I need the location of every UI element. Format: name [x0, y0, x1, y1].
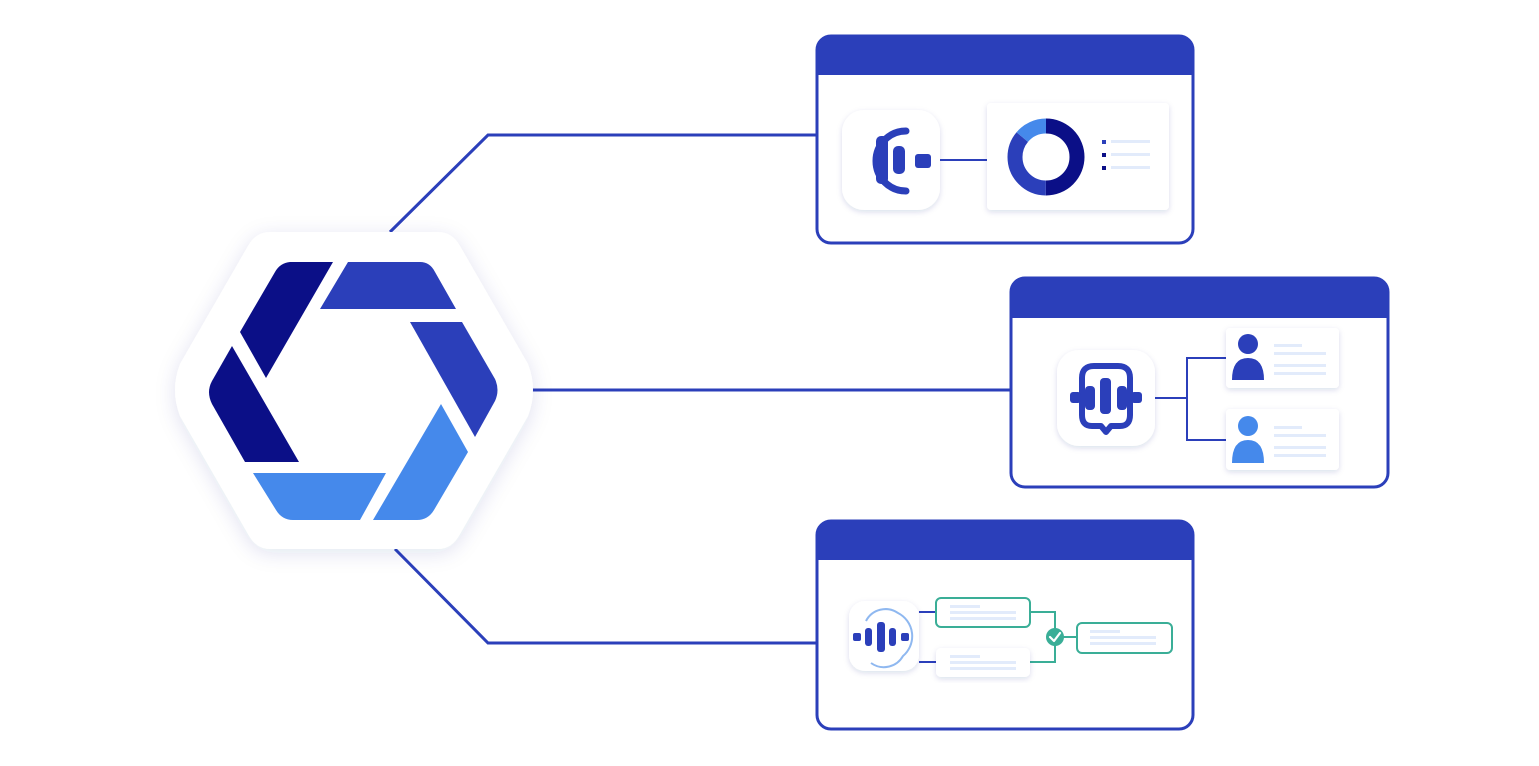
donut-segment-1 — [1007, 118, 1085, 196]
flow-node — [936, 648, 1030, 677]
user-avatar-icon — [1232, 416, 1264, 463]
card-analytics — [815, 34, 1195, 245]
bar-chart-app-icon — [872, 127, 931, 195]
connector-top — [388, 133, 818, 234]
speech-waveform-app-icon — [1070, 363, 1142, 435]
card-header-bar — [817, 521, 1193, 560]
contact-card — [1226, 328, 1339, 388]
contact-list-panel — [1226, 328, 1339, 470]
card-workflow — [815, 519, 1195, 731]
app-tile — [842, 110, 940, 210]
hub-hexagon — [175, 232, 533, 549]
tree-connector — [1155, 357, 1226, 441]
hexagon-logo-icon — [209, 262, 498, 520]
chart-legend — [1102, 140, 1150, 170]
flow-node — [1076, 622, 1173, 654]
checkmark-icon — [1046, 628, 1064, 646]
card-header-bar — [1011, 278, 1388, 318]
donut-segment-2 — [1007, 118, 1085, 196]
contact-card — [1226, 409, 1339, 470]
connector-bottom — [393, 547, 818, 645]
audio-wave-app-icon — [853, 608, 914, 669]
card-conversation — [1009, 276, 1390, 489]
card-header-bar — [817, 36, 1193, 75]
user-avatar-icon — [1232, 334, 1264, 380]
donut-chart — [1007, 118, 1085, 196]
connector-lines — [388, 133, 1012, 645]
flow-node — [935, 597, 1031, 628]
flow-diagram-panel — [919, 597, 1173, 677]
